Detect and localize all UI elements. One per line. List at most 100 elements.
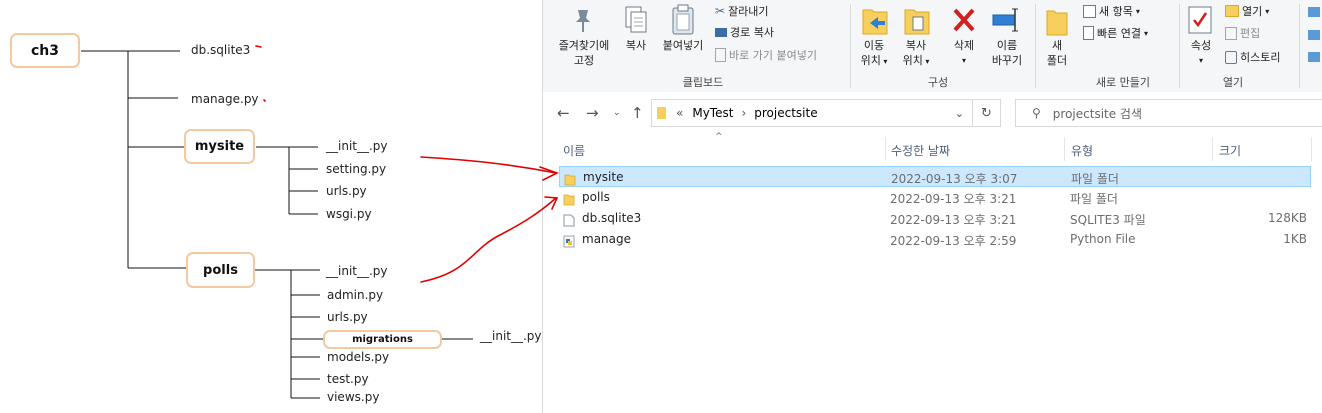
tree-node-migrations: migrations: [323, 330, 442, 349]
chevron-down-icon: ▾: [1143, 28, 1148, 38]
recent-locations-chevron-icon[interactable]: ⌄: [613, 108, 621, 118]
chevron-down-icon: ▾: [1265, 6, 1270, 16]
paste-shortcut-label: 바로 가기 붙여넣기: [729, 49, 817, 62]
tree-leaf-polls-views: views.py: [327, 390, 380, 404]
column-divider[interactable]: [1064, 137, 1065, 161]
edit-label: 편집: [1240, 27, 1261, 40]
easy-access-icon: [1083, 26, 1094, 40]
tree-node-mysite: mysite: [184, 129, 255, 164]
new-folder-label-1: 새: [1051, 39, 1063, 52]
open-group-label: 열기: [1222, 76, 1244, 89]
delete-label: 삭제: [953, 39, 975, 52]
chevron-down-icon: ▾: [1135, 6, 1140, 16]
history-label: 히스토리: [1240, 51, 1281, 64]
forward-arrow-icon[interactable]: →: [586, 104, 599, 122]
folder-icon: [563, 191, 575, 210]
file-name: polls: [582, 190, 610, 204]
paste-button[interactable]: 붙여넣기: [662, 39, 704, 52]
properties-button[interactable]: 속성 ▾: [1183, 38, 1219, 68]
column-header-size[interactable]: 크기: [1219, 144, 1242, 158]
file-row-manage[interactable]: manage 2022-09-13 오후 2:59 Python File 1K…: [559, 229, 1311, 250]
tree-leaf-db-sqlite3: db.sqlite3: [191, 43, 251, 57]
scissors-icon: ✂: [715, 4, 726, 18]
delete-button[interactable]: 삭제 ▾: [943, 38, 985, 68]
folder-icon: [564, 171, 576, 190]
refresh-icon[interactable]: ↻: [973, 99, 1001, 127]
copy-to-label-2: 위치 ▾: [902, 54, 930, 67]
properties-label: 속성: [1190, 39, 1212, 52]
python-file-icon: [563, 233, 575, 252]
new-group-label: 새로 만들기: [1095, 76, 1151, 89]
rename-button[interactable]: 이름 바꾸기: [985, 38, 1029, 68]
history-button[interactable]: 히스토리: [1225, 49, 1280, 65]
file-size: 1KB: [1283, 232, 1307, 246]
edit-icon: [1225, 26, 1237, 40]
search-placeholder: projectsite 검색: [1052, 106, 1143, 121]
file-row-db-sqlite3[interactable]: db.sqlite3 2022-09-13 오후 3:21 SQLITE3 파일…: [559, 208, 1311, 229]
tree-leaf-mysite-wsgi: wsgi.py: [326, 207, 372, 221]
rename-icon: [991, 6, 1021, 38]
file-type: 파일 폴더: [1071, 172, 1119, 186]
copy-path-label: 경로 복사: [730, 26, 774, 39]
chevron-down-icon: ▾: [961, 56, 966, 65]
file-row-mysite[interactable]: mysite 2022-09-13 오후 3:07 파일 폴더: [559, 166, 1311, 187]
tree-leaf-polls-test: test.py: [327, 372, 369, 386]
move-to-button[interactable]: 이동 위치 ▾: [852, 38, 896, 69]
edit-button[interactable]: 편집: [1225, 25, 1260, 41]
paste-icon: [670, 4, 696, 40]
breadcrumb-projectsite[interactable]: projectsite: [754, 106, 818, 120]
group-divider: [1179, 4, 1180, 88]
column-divider[interactable]: [1311, 137, 1312, 161]
file-modified: 2022-09-13 오후 3:07: [891, 172, 1018, 186]
copy-to-icon: [903, 4, 931, 40]
address-dropdown-icon[interactable]: ⌄: [954, 106, 964, 120]
back-arrow-icon[interactable]: ←: [557, 104, 570, 122]
column-header-type[interactable]: 유형: [1071, 144, 1094, 158]
open-button[interactable]: 열기 ▾: [1225, 3, 1269, 19]
file-explorer-window: 즐겨찾기에 고정 복사 붙여넣기 ✂ 잘라내기 경로 복사 바로 가기 붙여넣기…: [542, 0, 1322, 413]
breadcrumb-mytest[interactable]: MyTest: [692, 106, 734, 120]
copy-icon: [623, 5, 649, 39]
column-header-modified[interactable]: 수정한 날짜: [891, 144, 951, 158]
cut-button[interactable]: ✂ 잘라내기: [715, 3, 769, 19]
address-bar[interactable]: « MyTest › projectsite ⌄: [651, 99, 973, 127]
file-modified: 2022-09-13 오후 3:21: [890, 213, 1017, 227]
move-to-label-2: 위치 ▾: [860, 54, 888, 67]
select-all-icon[interactable]: [1307, 6, 1321, 66]
copy-button[interactable]: 복사: [625, 39, 647, 52]
properties-icon: [1187, 5, 1213, 39]
group-divider: [1299, 4, 1300, 88]
file-size: 128KB: [1267, 211, 1307, 225]
pin-label-2: 고정: [573, 54, 595, 67]
copy-to-button[interactable]: 복사 위치 ▾: [894, 38, 938, 69]
file-type: Python File: [1070, 232, 1136, 246]
sort-ascending-icon: ^: [715, 132, 723, 142]
group-divider: [850, 4, 851, 88]
column-divider[interactable]: [885, 137, 886, 161]
new-item-button[interactable]: 새 항목 ▾: [1083, 3, 1140, 19]
move-to-label-1: 이동: [863, 39, 885, 52]
file-type: 파일 폴더: [1070, 192, 1118, 206]
column-divider[interactable]: [1212, 137, 1213, 161]
breadcrumb-overflow[interactable]: «: [676, 106, 684, 120]
search-box[interactable]: ⚲ projectsite 검색: [1015, 99, 1322, 127]
copy-path-button[interactable]: 경로 복사: [715, 24, 774, 40]
file-modified: 2022-09-13 오후 2:59: [890, 234, 1017, 248]
new-item-label: 새 항목: [1099, 5, 1133, 18]
pin-quick-access-button[interactable]: 즐겨찾기에 고정: [549, 38, 619, 68]
file-row-polls[interactable]: polls 2022-09-13 오후 3:21 파일 폴더: [559, 187, 1311, 208]
new-folder-icon: [1045, 5, 1069, 41]
move-to-icon: [861, 4, 889, 40]
tree-connector-lines: [81, 50, 473, 399]
paste-shortcut-button[interactable]: 바로 가기 붙여넣기: [715, 47, 817, 63]
easy-access-button[interactable]: 빠른 연결 ▾: [1083, 25, 1148, 41]
tree-leaf-polls-models: models.py: [327, 350, 390, 364]
tree-node-root: ch3: [10, 33, 80, 68]
up-arrow-icon[interactable]: ↑: [631, 104, 644, 122]
column-header-name[interactable]: 이름: [563, 144, 586, 158]
file-icon: [563, 212, 575, 231]
file-name: mysite: [583, 170, 624, 184]
pin-label-1: 즐겨찾기에: [558, 39, 610, 52]
new-folder-button[interactable]: 새 폴더: [1039, 38, 1075, 68]
tree-leaf-migrations-init: __init__.py: [480, 329, 542, 343]
